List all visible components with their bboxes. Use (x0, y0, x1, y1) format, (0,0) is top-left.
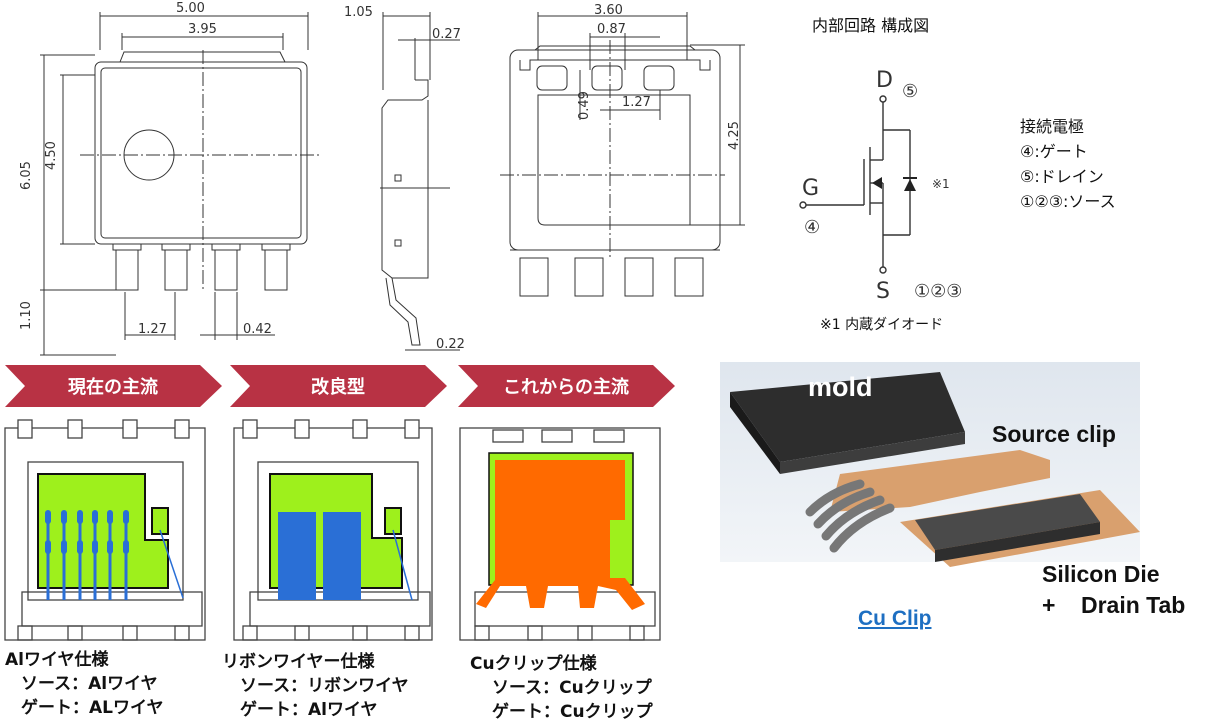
pin-g-number: ④ (804, 217, 820, 238)
silicon-die-label: Silicon Die (1042, 561, 1160, 587)
variant-line: ソース：Alワイヤ (21, 674, 158, 694)
variant-line: ゲート：Alワイヤ (240, 700, 378, 720)
cu-clip-render (720, 362, 1140, 567)
package-drawings: 5.00 3.95 6.05 4.50 1.10 1.27 0.42 1.05 … (19, 1, 745, 356)
variant-title: Alワイヤ仕様 (5, 650, 109, 670)
dim-pad-offset: 0.49 (577, 91, 592, 120)
variant-line: ソース：Cuクリップ (492, 678, 652, 698)
dim-frame-width: 3.95 (188, 22, 217, 37)
dim-bottom-width: 3.60 (594, 3, 623, 18)
bottom-view (500, 12, 745, 297)
mold-body (730, 372, 965, 462)
dim-body-height: 4.50 (44, 141, 59, 170)
pin-d-label: D (876, 68, 893, 93)
dim-lead-width: 0.42 (243, 322, 272, 337)
legend-line: ⑤:ドレイン (1020, 167, 1104, 186)
front-view (40, 12, 320, 356)
dim-top-width: 5.00 (176, 1, 205, 16)
legend-line: ④:ゲート (1020, 142, 1088, 161)
ribbon-gate-pad (384, 507, 402, 535)
variant-line: ゲート：ALワイヤ (21, 698, 164, 718)
cu-clip-package (459, 427, 661, 641)
variant-cu-caption: Cuクリップ仕様 ソース：Cuクリップ ゲート：Cuクリップ (470, 652, 653, 724)
banner-future (458, 365, 675, 407)
legend-title: 接続電極 (1020, 117, 1085, 136)
ribbon-wire-1 (278, 512, 316, 600)
dim-pad-pitch: 1.27 (622, 95, 651, 110)
circuit-title: 内部回路 構成図 (812, 16, 930, 35)
circuit-diagram: D G S ⑤ ④ ①②③ ※1 (799, 68, 962, 304)
pin-d-number: ⑤ (902, 81, 918, 102)
dim-side-lead: 0.22 (436, 337, 465, 352)
variant-title: リボンワイヤー仕様 (222, 652, 375, 672)
diode-mark: ※1 (932, 177, 950, 191)
ribbon-wire-2 (323, 512, 361, 600)
variant-ribbon-caption: リボンワイヤー仕様 ソース：リボンワイヤ ゲート：Alワイヤ (222, 650, 409, 722)
side-view (380, 12, 460, 351)
al-wire-package (4, 419, 206, 641)
diode-note: ※1 内蔵ダイオード (820, 317, 944, 333)
drain-tab-label: + Drain Tab (1042, 592, 1186, 618)
al-gate-pad (151, 507, 169, 535)
source-clip (830, 450, 1050, 512)
pin-s-number: ①②③ (914, 281, 962, 302)
dim-lead-length: 1.10 (19, 301, 34, 330)
pin-g-label: G (802, 176, 819, 201)
al-die (37, 473, 169, 589)
banner-future-label: これからの主流 (503, 376, 629, 398)
pin-s-label: S (876, 279, 890, 304)
variant-al-caption: Alワイヤ仕様 ソース：Alワイヤ ゲート：ALワイヤ (5, 648, 163, 720)
banner-current-label: 現在の主流 (68, 376, 158, 398)
dim-lead-pitch: 1.27 (138, 322, 167, 337)
cu-clip (476, 460, 645, 610)
dim-side-thickness: 1.05 (344, 5, 373, 20)
al-wires (46, 512, 128, 600)
variant-diagrams: 現在の主流 改良型 これからの主流 (4, 365, 675, 641)
variant-line: ゲート：Cuクリップ (492, 702, 653, 722)
dim-total-height: 6.05 (19, 161, 34, 190)
mold-label: mold (808, 372, 873, 402)
silicon-die (915, 494, 1100, 550)
cu-clip-link[interactable]: Cu Clip (858, 607, 932, 630)
dim-pad-height: 4.25 (727, 121, 742, 150)
dim-side-tab: 0.27 (432, 27, 461, 42)
legend-line: ①②③:ソース (1020, 192, 1116, 211)
banner-improved (230, 365, 447, 407)
source-clip-label: Source clip (992, 421, 1116, 447)
banner-current (5, 365, 222, 407)
variant-line: ソース：リボンワイヤ (240, 676, 409, 696)
variant-title: Cuクリップ仕様 (470, 654, 597, 674)
electrode-legend: 接続電極 ④:ゲート ⑤:ドレイン ①②③:ソース (1020, 114, 1116, 214)
banner-improved-label: 改良型 (311, 376, 365, 398)
dim-pad-width: 0.87 (597, 22, 626, 37)
